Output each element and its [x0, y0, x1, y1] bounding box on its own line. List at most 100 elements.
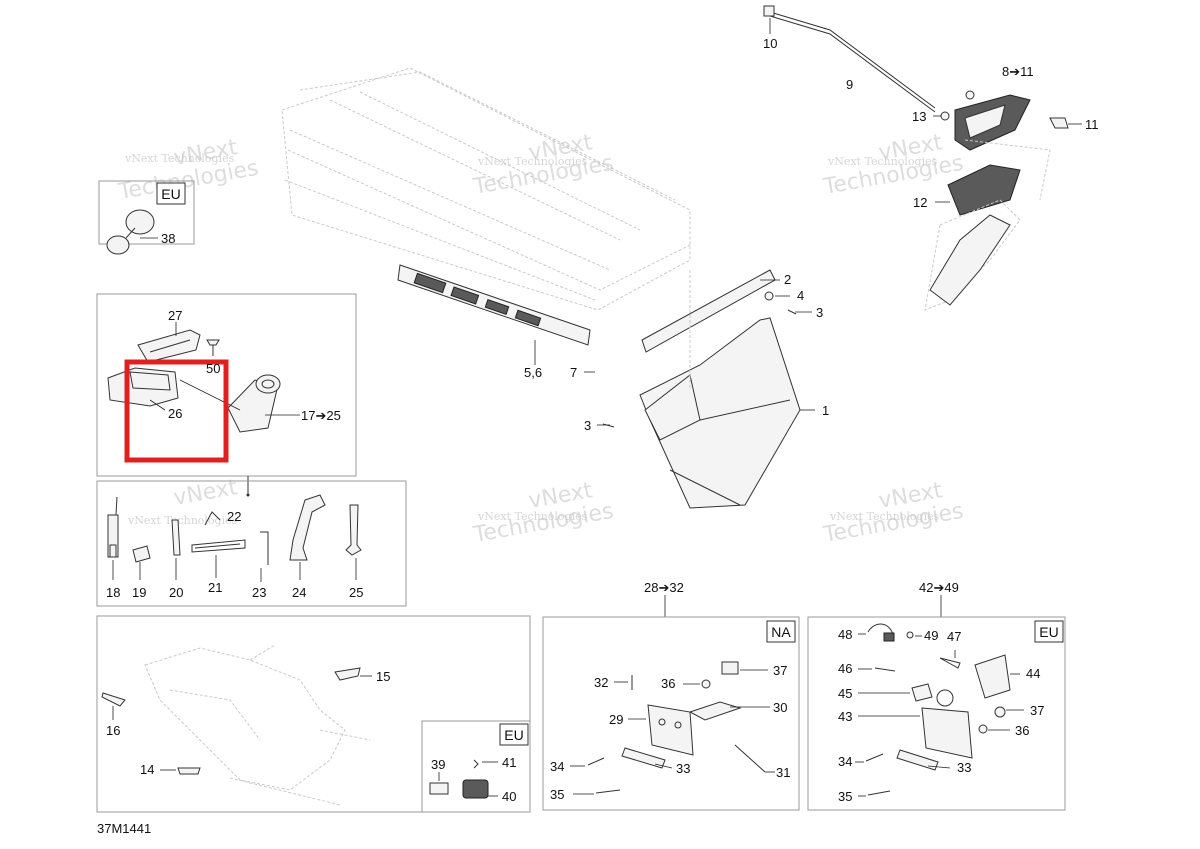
screw-part[interactable]	[867, 790, 891, 796]
callout-34[interactable]: 34	[550, 759, 564, 774]
decal-part[interactable]	[177, 767, 201, 775]
light-bracket-part[interactable]	[974, 654, 1011, 699]
callout-36[interactable]: 36	[661, 676, 675, 691]
callout-24[interactable]: 24	[292, 585, 306, 600]
callout-11[interactable]: 11	[1085, 117, 1099, 132]
wiring-harness-part[interactable]	[769, 11, 936, 109]
callout-19[interactable]: 19	[132, 585, 146, 600]
reflector-part[interactable]	[429, 782, 449, 795]
callout-44[interactable]: 44	[1026, 666, 1040, 681]
plate-bracket-part[interactable]	[647, 704, 694, 756]
callout-49[interactable]: 49	[924, 628, 938, 643]
callout-26[interactable]: 26	[168, 406, 182, 421]
plate-bracket-part[interactable]	[921, 707, 973, 759]
callout-31[interactable]: 31	[776, 765, 790, 780]
callout-48[interactable]: 48	[838, 627, 852, 642]
spacer-part[interactable]	[994, 706, 1006, 718]
callout-39[interactable]: 39	[431, 757, 445, 772]
callout-50[interactable]: 50	[206, 361, 220, 376]
callout-1[interactable]: 1	[822, 403, 829, 418]
combination-wrench-part[interactable]	[345, 504, 362, 556]
callout-25[interactable]: 25	[349, 585, 363, 600]
snowflap-part[interactable]	[639, 317, 801, 509]
callout-40[interactable]: 40	[502, 789, 516, 804]
bolt-part[interactable]	[734, 744, 766, 773]
clip-part[interactable]	[939, 657, 961, 669]
callout-21[interactable]: 21	[208, 580, 222, 595]
screw-part[interactable]	[595, 789, 621, 794]
grommet-part[interactable]	[940, 111, 950, 121]
tail-light-part[interactable]	[954, 94, 1031, 151]
callout-36[interactable]: 36	[1015, 723, 1029, 738]
callout-3[interactable]: 3	[584, 418, 591, 433]
decal-part[interactable]	[334, 667, 361, 681]
hook-part[interactable]	[204, 511, 221, 526]
decal-part[interactable]	[101, 692, 126, 707]
callout-32[interactable]: 32	[594, 675, 608, 690]
nut-part[interactable]	[701, 679, 711, 689]
grommet-part[interactable]	[965, 90, 975, 100]
callout-12[interactable]: 12	[913, 195, 927, 210]
wrench-part[interactable]	[171, 519, 181, 556]
callout-18[interactable]: 18	[106, 585, 120, 600]
callout-27[interactable]: 27	[168, 308, 182, 323]
callout-35[interactable]: 35	[550, 787, 564, 802]
spacer-part[interactable]	[721, 661, 739, 675]
callout-29[interactable]: 29	[609, 712, 623, 727]
callout-33[interactable]: 33	[957, 760, 971, 775]
license-light-part[interactable]	[911, 683, 933, 702]
callout-20[interactable]: 20	[169, 585, 183, 600]
callout-23[interactable]: 23	[252, 585, 266, 600]
callout-47[interactable]: 47	[947, 629, 961, 644]
callout-34[interactable]: 34	[838, 754, 852, 769]
callout-9[interactable]: 9	[846, 77, 853, 92]
callout-35[interactable]: 35	[838, 789, 852, 804]
spring-tool-part[interactable]	[289, 494, 326, 561]
belt-tool-part[interactable]	[191, 539, 246, 553]
callout-46[interactable]: 46	[838, 661, 852, 676]
tail-light-housing-part[interactable]	[924, 164, 1021, 311]
callout-17-25[interactable]: 17➔25	[301, 408, 341, 423]
fuse-part[interactable]	[132, 545, 151, 563]
rear-bumper-part[interactable]	[397, 264, 591, 346]
grommet-part[interactable]	[906, 631, 914, 639]
tool-roll-part[interactable]	[227, 374, 281, 433]
callout-42-49[interactable]: 42➔49	[919, 580, 959, 595]
callout-43[interactable]: 43	[838, 709, 852, 724]
callout-28-32[interactable]: 28➔32	[644, 580, 684, 595]
toolkit-bracket-part[interactable]	[137, 329, 201, 363]
mirror-part[interactable]	[106, 209, 155, 255]
callout-30[interactable]: 30	[773, 700, 787, 715]
callout-4[interactable]: 4	[797, 288, 804, 303]
screw-part[interactable]	[473, 759, 479, 769]
callout-10[interactable]: 10	[763, 36, 777, 51]
callout-3[interactable]: 3	[816, 305, 823, 320]
callout-16[interactable]: 16	[106, 723, 120, 738]
light-harness-part[interactable]	[867, 623, 895, 642]
callout-37[interactable]: 37	[1030, 703, 1044, 718]
callout-14[interactable]: 14	[140, 762, 154, 777]
callout-7[interactable]: 7	[570, 365, 577, 380]
hex-key-part[interactable]	[260, 531, 269, 565]
callout-5-6[interactable]: 5,6	[524, 365, 542, 380]
callout-22[interactable]: 22	[227, 509, 241, 524]
nut-part[interactable]	[978, 724, 988, 734]
reflector-strip-part[interactable]	[896, 749, 939, 771]
callout-38[interactable]: 38	[161, 231, 175, 246]
callout-37[interactable]: 37	[773, 663, 787, 678]
callout-13[interactable]: 13	[912, 109, 926, 124]
screw-part[interactable]	[587, 757, 605, 766]
screw-part[interactable]	[865, 753, 884, 762]
connector-part[interactable]	[763, 5, 775, 17]
bulb-part[interactable]	[1049, 117, 1069, 129]
bracket-arm-part[interactable]	[688, 701, 742, 721]
selected-part-highlight[interactable]	[124, 359, 229, 463]
callout-33[interactable]: 33	[676, 761, 690, 776]
tool-bag-part[interactable]	[107, 367, 179, 407]
callout-45[interactable]: 45	[838, 686, 852, 701]
callout-41[interactable]: 41	[502, 755, 516, 770]
spark-plug-tool-part[interactable]	[107, 496, 119, 558]
callout-15[interactable]: 15	[376, 669, 390, 684]
nut-part[interactable]	[764, 291, 774, 301]
callout-2[interactable]: 2	[784, 272, 791, 287]
